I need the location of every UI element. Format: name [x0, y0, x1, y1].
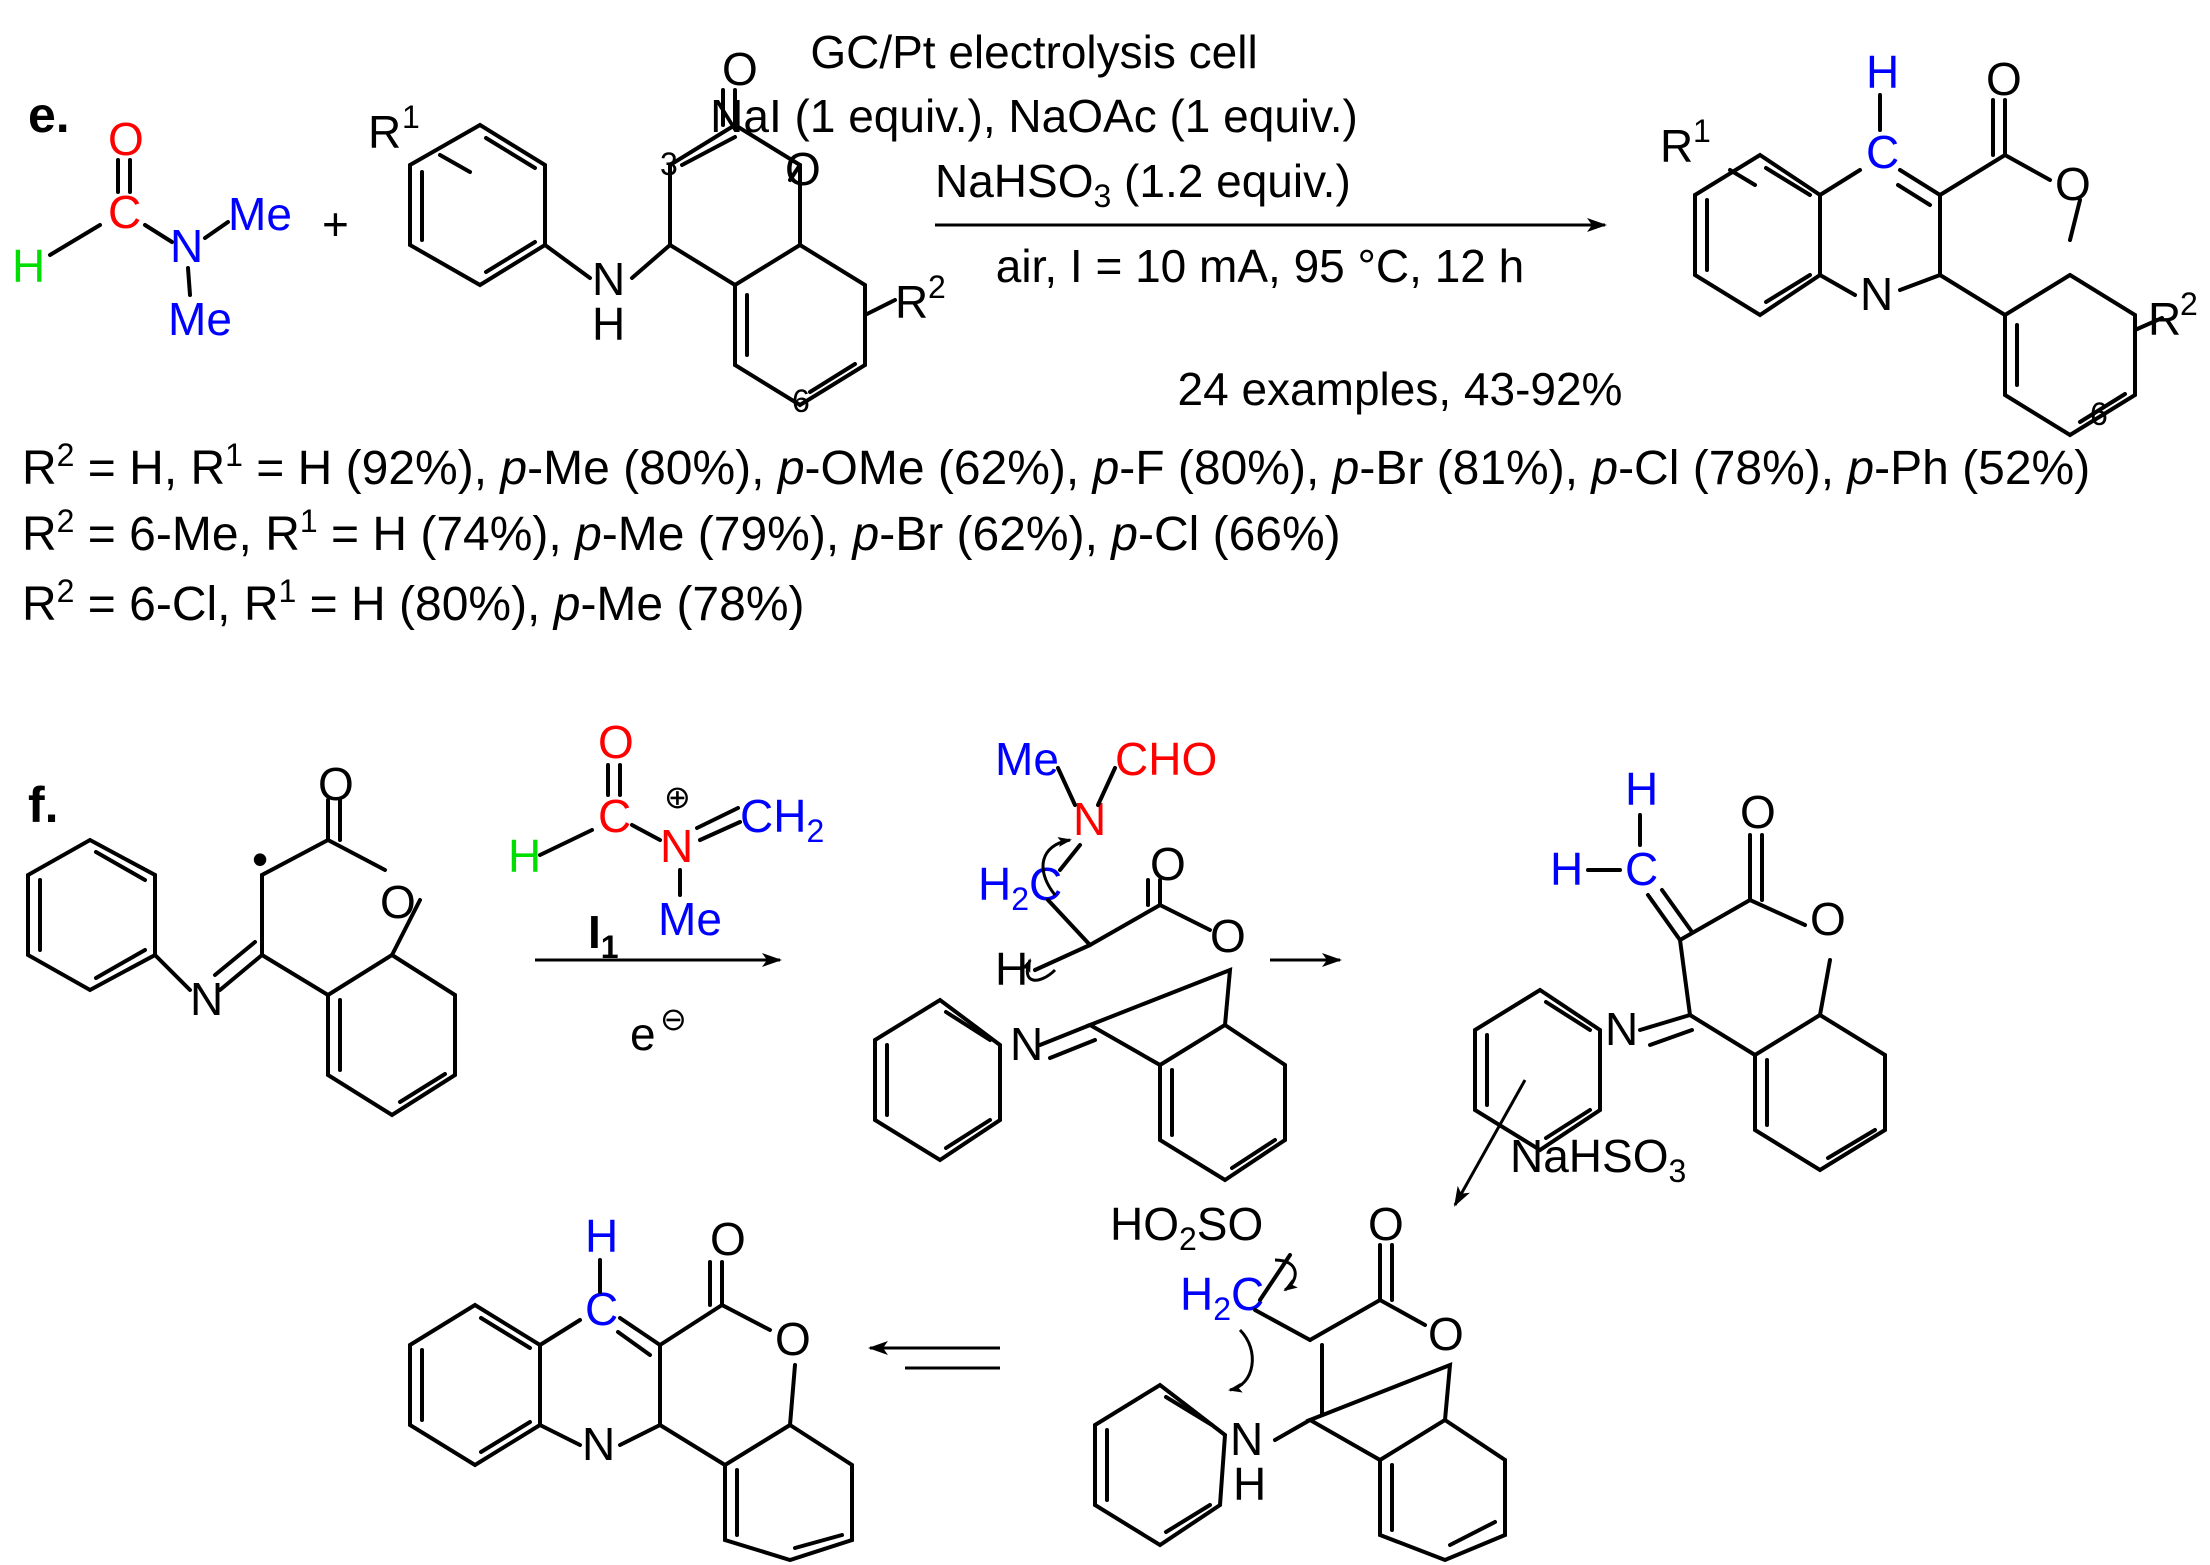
reaction-conditions: GC/Pt electrolysis cell NaI (1 equiv.), … [710, 26, 1622, 415]
yield-row-3: R2 = 6-Cl, R1 = H (80%), p-Me (78%) [22, 573, 804, 631]
scope-summary: 24 examples, 43-92% [1178, 363, 1623, 415]
sulfite-H2C: H2C [1180, 1268, 1264, 1327]
final-H: H [585, 1210, 618, 1262]
yield-row-1: R2 = H, R1 = H (92%), p-Me (80%), p-OMe … [22, 437, 2090, 495]
product-carbonyl-O: O [1986, 53, 2022, 105]
intermediate-I1-label: I1 [588, 906, 619, 965]
product-R1-sup: 1 [1693, 113, 1711, 149]
radical-ring-O: O [380, 876, 416, 928]
reactant-pos-6: 6 [792, 383, 810, 419]
panel-e-label: e. [28, 87, 70, 143]
adduct-ring-O: O [1210, 910, 1246, 962]
conditions-line-3: NaHSO3 (1.2 equiv.) [935, 155, 1351, 214]
product-N: N [1860, 268, 1893, 320]
final-carbonyl-O: O [710, 1213, 746, 1265]
iminium-C: C [598, 790, 631, 842]
aminocoumarin-reactant: R 1 O O N H 3 6 R 2 [368, 43, 946, 419]
sulfite-HO2SO: HO2SO [1110, 1198, 1263, 1257]
panel-f: f. O O N • O C H N ⊕ C [26, 716, 1887, 1563]
plus-sign: + [322, 198, 349, 250]
product-C: C [1866, 126, 1899, 178]
reactant-N: N [592, 253, 625, 305]
electron-minus: ⊖ [660, 1001, 687, 1037]
adduct-carbonyl-O: O [1150, 838, 1186, 890]
product-ring-O: O [2055, 158, 2091, 210]
conditions-line-1: GC/Pt electrolysis cell [810, 26, 1257, 78]
panel-f-label: f. [28, 777, 59, 833]
iminium-O: O [598, 716, 634, 768]
reactant-NH-H: H [592, 298, 625, 350]
methylene-carbonyl-O: O [1740, 786, 1776, 838]
conditions-line-2: NaI (1 equiv.), NaOAc (1 equiv.) [710, 90, 1358, 142]
iminium-ion-I1: O C H N ⊕ CH2 Me I1 [508, 716, 824, 965]
dmf-oxygen: O [108, 113, 144, 165]
yield-table: R2 = H, R1 = H (92%), p-Me (80%), p-OMe … [22, 437, 2090, 631]
dmf-carbon: C [108, 186, 141, 238]
sulfite-NH-H: H [1233, 1458, 1266, 1510]
reactant-R2: R [895, 276, 928, 328]
sulfite-ring-O: O [1428, 1308, 1464, 1360]
radical-carbonyl-O: O [318, 758, 354, 810]
sulfite-N: N [1230, 1413, 1263, 1465]
methylene-H-top: H [1625, 763, 1658, 815]
dmf-nitrogen: N [170, 220, 203, 272]
equilibrium-arrows [868, 1341, 1000, 1370]
panel-e: e. O C H N Me Me + [12, 26, 2198, 631]
iminium-CH2: CH2 [740, 790, 824, 849]
adduct-CHO: CHO [1115, 733, 1217, 785]
dmf-methyl-1: Me [228, 188, 292, 240]
chromenoquinolinone-product: H C O O N R 1 R 2 6 [1660, 46, 2198, 438]
adduct-H2C: H2C [978, 858, 1062, 917]
reactant-ring-O: O [785, 143, 821, 195]
dmf-methyl-2: Me [168, 293, 232, 345]
conditions-line-4: air, I = 10 mA, 95 °C, 12 h [996, 240, 1525, 292]
methylene-H-left: H [1550, 843, 1583, 895]
iminium-H: H [508, 830, 541, 882]
reactant-R1-sup: 1 [402, 99, 420, 135]
methylene-intermediate: H H C O O N [1473, 763, 1887, 1173]
electron-label: e [630, 1008, 656, 1060]
adduct-intermediate: Me CHO N H2C H O O N [873, 733, 1287, 1183]
product-H: H [1866, 46, 1899, 98]
product-R2-sup: 2 [2180, 286, 2198, 322]
arrow-sulfite-addition [1453, 1079, 1527, 1207]
final-product: H C O O N [408, 1210, 854, 1563]
reactant-pos-3: 3 [660, 146, 678, 182]
methylene-C: C [1625, 843, 1658, 895]
dmf-hydrogen: H [12, 240, 45, 292]
product-R2: R [2148, 293, 2181, 345]
sulfite-adduct: HO2SO H2C O O N H [1093, 1198, 1507, 1563]
reactant-R2-sup: 2 [928, 269, 946, 305]
final-N: N [582, 1418, 615, 1470]
adduct-Me: Me [995, 733, 1059, 785]
product-R1: R [1660, 120, 1693, 172]
iminium-N: N [660, 820, 693, 872]
reagent-nahso3: NaHSO3 [1510, 1130, 1686, 1189]
product-pos-6: 6 [2090, 396, 2108, 432]
yield-row-2: R2 = 6-Me, R1 = H (74%), p-Me (79%), p-B… [22, 503, 1341, 561]
reactant-R1: R [368, 106, 401, 158]
adduct-imine-N: N [1010, 1018, 1043, 1070]
adduct-H: H [995, 943, 1028, 995]
sulfite-carbonyl-O: O [1368, 1198, 1404, 1250]
methylene-N: N [1605, 1003, 1638, 1055]
final-ring-O: O [775, 1313, 811, 1365]
iminium-plus: ⊕ [664, 779, 691, 815]
radical-dot: • [252, 833, 268, 885]
dmf-molecule: O C H N Me Me [12, 113, 292, 345]
iminium-Me: Me [658, 893, 722, 945]
reactant-carbonyl-O: O [722, 43, 758, 95]
imine-radical: O O N • [26, 758, 457, 1118]
methylene-ring-O: O [1810, 893, 1846, 945]
radical-N: N [190, 973, 223, 1025]
